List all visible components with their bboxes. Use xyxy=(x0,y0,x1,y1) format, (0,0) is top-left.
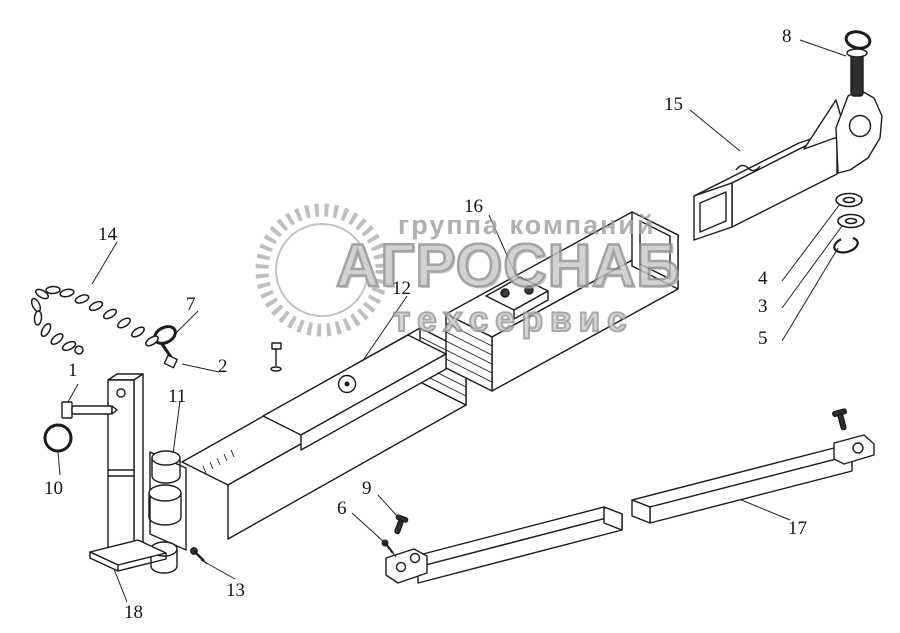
hitch-pin-small xyxy=(61,401,118,419)
jack-foot xyxy=(89,539,167,572)
stabilizer-tube xyxy=(385,408,875,584)
callout-13: 13 xyxy=(226,580,245,601)
callout-11: 11 xyxy=(168,386,187,407)
washer-stack xyxy=(833,192,865,254)
callout-6: 6 xyxy=(337,498,347,519)
circlip-icon xyxy=(833,236,859,254)
callout-2: 2 xyxy=(218,356,228,377)
callout-7: 7 xyxy=(186,294,196,315)
linch-pin-icon xyxy=(832,408,848,431)
hitch-head xyxy=(693,89,883,241)
callout-10: 10 xyxy=(44,478,63,499)
callout-9: 9 xyxy=(362,478,372,499)
callout-14: 14 xyxy=(98,224,117,245)
tube-clevis xyxy=(385,548,428,584)
callout-17: 17 xyxy=(788,518,807,539)
plate-bolt-icon xyxy=(270,342,282,372)
beam-bracket xyxy=(485,276,549,320)
callout-18: 18 xyxy=(124,602,143,623)
chain-hook-icon xyxy=(74,345,84,355)
safety-chain xyxy=(30,285,159,355)
callout-16: 16 xyxy=(464,196,483,217)
tube-end-tongue xyxy=(833,434,875,465)
bushing-loose xyxy=(150,541,178,574)
callout-12: 12 xyxy=(392,278,411,299)
callout-8: 8 xyxy=(782,26,792,47)
beam-fork xyxy=(148,450,208,574)
bushing-lower xyxy=(148,484,182,526)
callout-3: 3 xyxy=(758,296,768,317)
callout-15: 15 xyxy=(664,94,683,115)
hitch-eye-plate xyxy=(835,89,883,174)
clevis-bolt xyxy=(381,539,397,558)
clevis-pin xyxy=(394,514,409,535)
jack-pin xyxy=(153,325,178,369)
hitch-pin-large xyxy=(844,30,872,97)
callout-1: 1 xyxy=(68,360,78,381)
jack-stand xyxy=(89,325,178,572)
small-bolt-icon xyxy=(190,547,208,565)
ring-clip xyxy=(43,423,73,453)
mounting-plate xyxy=(262,334,447,451)
callout-4: 4 xyxy=(758,268,768,289)
callout-5: 5 xyxy=(758,328,768,349)
bushing-upper xyxy=(151,450,181,484)
leader-lines xyxy=(57,39,847,603)
